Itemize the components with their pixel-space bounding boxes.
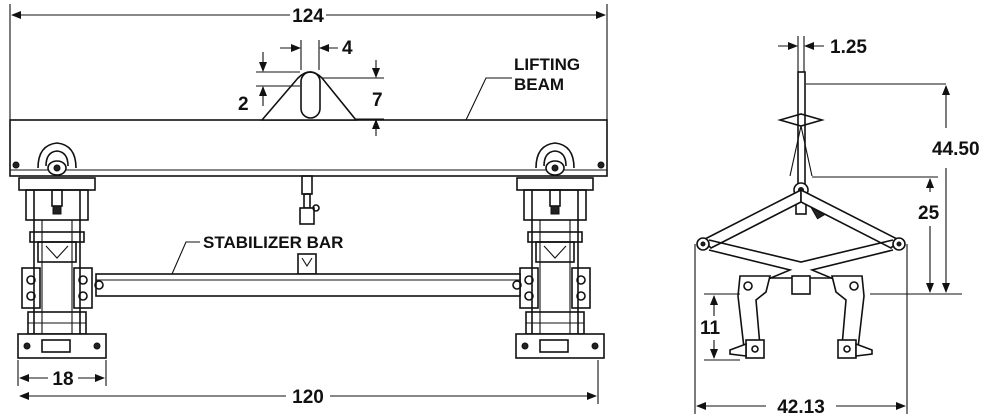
stabilizer-bar [94, 273, 522, 297]
lifting-lug [260, 71, 358, 121]
center-hanger [297, 175, 320, 275]
side-view: 1.25 44.50 25 [694, 36, 980, 417]
dim-lug-width: 4 [342, 38, 353, 59]
dim-pad-width: 18 [52, 369, 73, 390]
dim-hook-height: 44.50 [932, 139, 980, 160]
dim-jaw-span: 42.13 [777, 397, 825, 417]
label-lifting-beam-line1: LIFTING [514, 55, 580, 74]
dim-overall-width: 124 [292, 6, 324, 27]
jaw-left [729, 275, 772, 359]
dim-lug-offset: 2 [238, 94, 249, 115]
dim-pad-spacing: 120 [292, 387, 324, 408]
dim-jaw-height: 11 [700, 318, 721, 339]
leader-line [465, 77, 512, 121]
label-lifting-beam-line2: BEAM [514, 75, 564, 94]
label-stabilizer-bar: STABILIZER BAR [203, 233, 343, 252]
dim-hook-thickness: 1.25 [830, 37, 867, 58]
front-view: 124 4 2 7 LIFTING BEAM [9, 4, 608, 408]
dim-lug-height: 7 [372, 90, 383, 111]
dim-pivot-height: 25 [918, 203, 940, 224]
lifting-beam [9, 119, 608, 177]
scissor-arms [696, 188, 906, 295]
leader-line [171, 241, 200, 275]
jaw-right [830, 275, 873, 359]
